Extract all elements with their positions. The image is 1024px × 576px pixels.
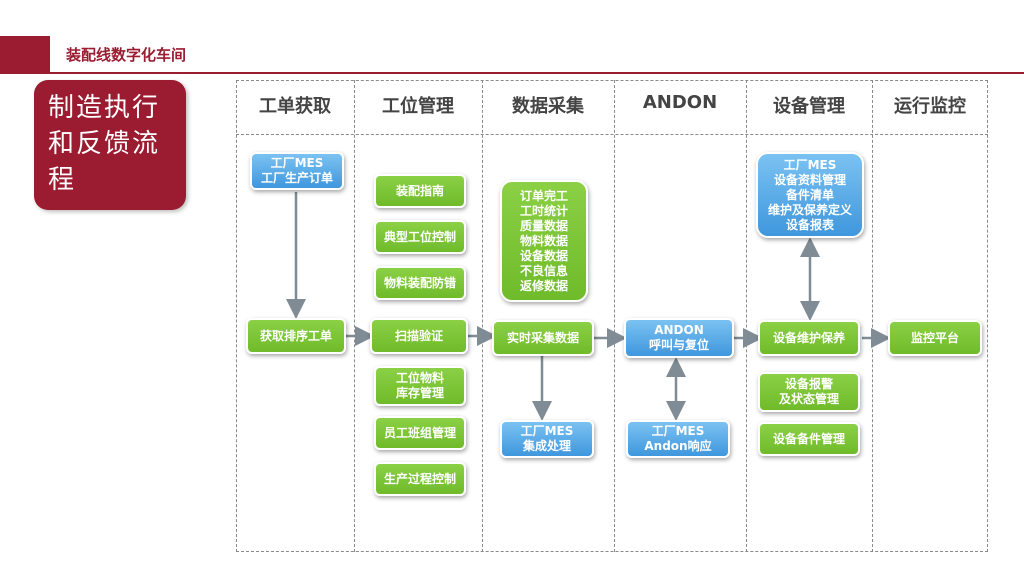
box-assembly-guide: 装配指南 bbox=[374, 174, 466, 208]
column-header-data-collect: 数据采集 bbox=[512, 96, 584, 117]
page-title: 装配线数字化车间 bbox=[66, 46, 187, 64]
column-header-equipment: 设备管理 bbox=[773, 96, 845, 117]
side-title: 制造执行和反馈流程 bbox=[48, 93, 161, 195]
box-equipment-alarm-status: 设备报警 及状态管理 bbox=[758, 372, 860, 412]
box-staff-team-management: 员工班组管理 bbox=[374, 416, 466, 450]
header-accent-block bbox=[0, 36, 50, 74]
flow-frame bbox=[236, 80, 988, 552]
box-mes-equipment-data: 工厂MES 设备资料管理 备件清单 维护及保养定义 设备报表 bbox=[756, 152, 864, 238]
box-material-error-proofing: 物料装配防错 bbox=[374, 266, 466, 300]
side-title-card: 制造执行和反馈流程 bbox=[34, 80, 186, 210]
column-header-monitor: 运行监控 bbox=[894, 96, 966, 117]
box-realtime-data-collection: 实时采集数据 bbox=[492, 320, 594, 356]
column-divider bbox=[354, 80, 355, 552]
header-divider bbox=[50, 72, 1024, 74]
box-station-material-inventory: 工位物料 库存管理 bbox=[374, 366, 466, 406]
box-monitor-platform: 监控平台 bbox=[888, 320, 982, 356]
column-divider bbox=[872, 80, 873, 552]
box-typical-station-control: 典型工位控制 bbox=[374, 220, 466, 254]
box-equipment-spare-parts: 设备备件管理 bbox=[758, 422, 860, 456]
box-equipment-maintenance: 设备维护保养 bbox=[758, 320, 860, 356]
column-divider bbox=[614, 80, 615, 552]
column-header-station: 工位管理 bbox=[382, 96, 454, 117]
column-header-andon: ANDON bbox=[642, 92, 718, 113]
box-mes-andon-response: 工厂MES Andon响应 bbox=[626, 420, 730, 458]
column-divider bbox=[482, 80, 483, 552]
column-divider bbox=[746, 80, 747, 552]
header-row-divider bbox=[236, 134, 988, 135]
box-collected-data-list: 订单完工 工时统计 质量数据 物料数据 设备数据 不良信息 返修数据 bbox=[500, 180, 588, 302]
box-mes-integration: 工厂MES 集成处理 bbox=[500, 420, 594, 458]
box-get-sorted-order: 获取排序工单 bbox=[246, 318, 346, 354]
box-process-control: 生产过程控制 bbox=[374, 462, 466, 496]
box-mes-production-order: 工厂MES 工厂生产订单 bbox=[250, 152, 344, 190]
box-scan-verify: 扫描验证 bbox=[370, 318, 468, 354]
box-andon-call-reset: ANDON 呼叫与复位 bbox=[624, 318, 734, 358]
column-header-work-order: 工单获取 bbox=[259, 96, 331, 117]
